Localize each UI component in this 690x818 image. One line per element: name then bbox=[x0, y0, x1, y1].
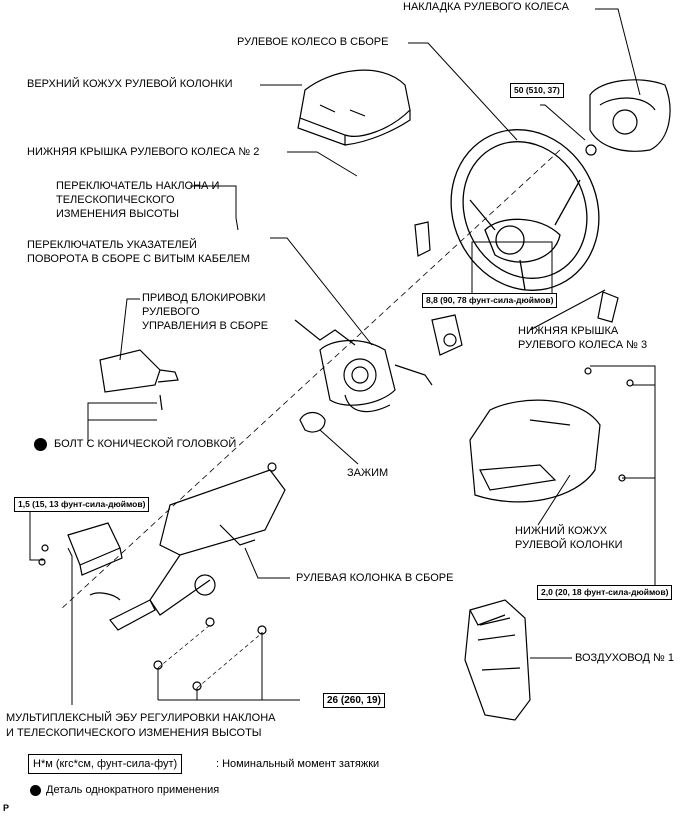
label-tilt-switch-3: ИЗМЕНЕНИЯ ВЫСОТЫ bbox=[56, 208, 179, 220]
label-tilt-switch-2: ТЕЛЕСКОПИЧЕСКОГО bbox=[56, 194, 175, 206]
turn-switch-part bbox=[294, 319, 433, 413]
leader-ecu bbox=[67, 547, 73, 705]
ecu-part bbox=[38, 522, 123, 576]
label-steering-wheel: РУЛЕВОЕ КОЛЕСО В СБОРЕ bbox=[237, 36, 389, 48]
torque-cover-screws: 2,0 (20, 18 фунт-сила-дюймов) bbox=[537, 585, 673, 600]
label-lower-cover-3-2: РУЛЕВОГО КОЛЕСА № 3 bbox=[518, 339, 648, 351]
torque-ecu-bolts: 1,5 (15, 13 фунт-сила-дюймов) bbox=[14, 497, 150, 512]
leader-tilt-switch bbox=[190, 185, 239, 231]
label-clamp: ЗАЖИМ bbox=[347, 467, 389, 479]
leader-lower-column-cover bbox=[537, 474, 571, 526]
label-lower-column-cover-1: НИЖНИЙ КОЖУХ bbox=[515, 525, 608, 537]
legend-single-use-dot-icon bbox=[30, 785, 41, 796]
leader-lower-cover-3 bbox=[529, 289, 606, 331]
horn-pad-part bbox=[585, 79, 671, 156]
legend-single-use-text: Деталь однократного применения bbox=[46, 784, 220, 796]
label-taper-bolt: БОЛТ С КОНИЧЕСКОЙ ГОЛОВКОЙ bbox=[54, 438, 237, 450]
leader-horn-nut bbox=[540, 104, 586, 141]
steering-column-part bbox=[89, 462, 286, 631]
label-lock-3: УПРАВЛЕНИЯ В СБОРЕ bbox=[142, 320, 269, 332]
torque-column-bolts: 26 (260, 19) bbox=[323, 693, 385, 708]
label-horn-pad: НАКЛАДКА РУЛЕВОГО КОЛЕСА bbox=[403, 1, 569, 13]
label-upper-cover: ВЕРХНИЙ КОЖУХ РУЛЕВОЙ КОЛОНКИ bbox=[27, 78, 233, 90]
label-lower-cover-2: НИЖНЯЯ КРЫШКА РУЛЕВОГО КОЛЕСА № 2 bbox=[27, 146, 260, 158]
leader-lower-cover-2 bbox=[287, 151, 358, 177]
lock-actuator-part bbox=[99, 349, 179, 411]
lower-cover-2-part bbox=[414, 221, 431, 257]
label-ecu-2: И ТЕЛЕСКОПИЧЕСКОГО ИЗМЕНЕНИЯ ВЫСОТЫ bbox=[6, 727, 262, 739]
label-turn-switch-1: ПЕРЕКЛЮЧАТЕЛЬ УКАЗАТЕЛЕЙ bbox=[27, 239, 197, 251]
label-tilt-switch-1: ПЕРЕКЛЮЧАТЕЛЬ НАКЛОНА И bbox=[56, 180, 220, 192]
label-ecu-1: МУЛЬТИПЛЕКСНЫЙ ЭБУ РЕГУЛИРОВКИ НАКЛОНА bbox=[6, 712, 276, 724]
torque-horn-nut: 50 (510, 37) bbox=[510, 83, 564, 98]
lower-cover-3-part bbox=[597, 291, 619, 323]
legend-torque-unit-text: : Номинальный момент затяжки bbox=[216, 758, 380, 770]
center-axis bbox=[59, 149, 561, 611]
label-steering-column: РУЛЕВАЯ КОЛОНКА В СБОРЕ bbox=[296, 572, 454, 584]
leader-taper-bolt bbox=[87, 402, 157, 443]
steering-wheel-part bbox=[450, 129, 600, 291]
clamp-part bbox=[299, 411, 326, 433]
label-air-duct: ВОЗДУХОВОД № 1 bbox=[575, 652, 675, 664]
upper-cover-part bbox=[297, 69, 411, 146]
leader-ecu-bolts bbox=[29, 510, 45, 561]
air-duct-part bbox=[464, 599, 531, 721]
leader-wheel bbox=[408, 42, 518, 141]
torque-wheel-screws: 8,8 (90, 78 фунт-сила-дюймов) bbox=[422, 293, 558, 308]
label-lower-column-cover-2: РУЛЕВОЙ КОЛОНКИ bbox=[515, 539, 623, 551]
leader-wheel-screws bbox=[471, 241, 553, 293]
label-lower-cover-3-1: НИЖНЯЯ КРЫШКА bbox=[518, 325, 619, 337]
lower-column-cover-part bbox=[469, 367, 634, 503]
leader-clamp bbox=[319, 429, 359, 465]
label-turn-switch-2: ПОВОРОТА В СБОРЕ С ВИТЫМ КАБЕЛЕМ bbox=[27, 253, 251, 265]
tilt-switch-part bbox=[431, 314, 463, 356]
legend-torque-unit-box: Н*м (кгс*см, фунт-сила-фут) bbox=[28, 754, 183, 774]
single-use-dot-icon bbox=[34, 438, 47, 451]
label-lock-2: РУЛЕВОГО bbox=[142, 306, 200, 318]
leader-lock bbox=[119, 298, 140, 361]
label-lock-1: ПРИВОД БЛОКИРОВКИ bbox=[142, 292, 266, 304]
leader-turn-switch bbox=[270, 237, 373, 346]
corner-mark: P bbox=[3, 803, 10, 813]
leader-horn-pad bbox=[595, 8, 641, 96]
leader-column bbox=[244, 547, 290, 579]
leader-cover-screws bbox=[590, 365, 656, 590]
